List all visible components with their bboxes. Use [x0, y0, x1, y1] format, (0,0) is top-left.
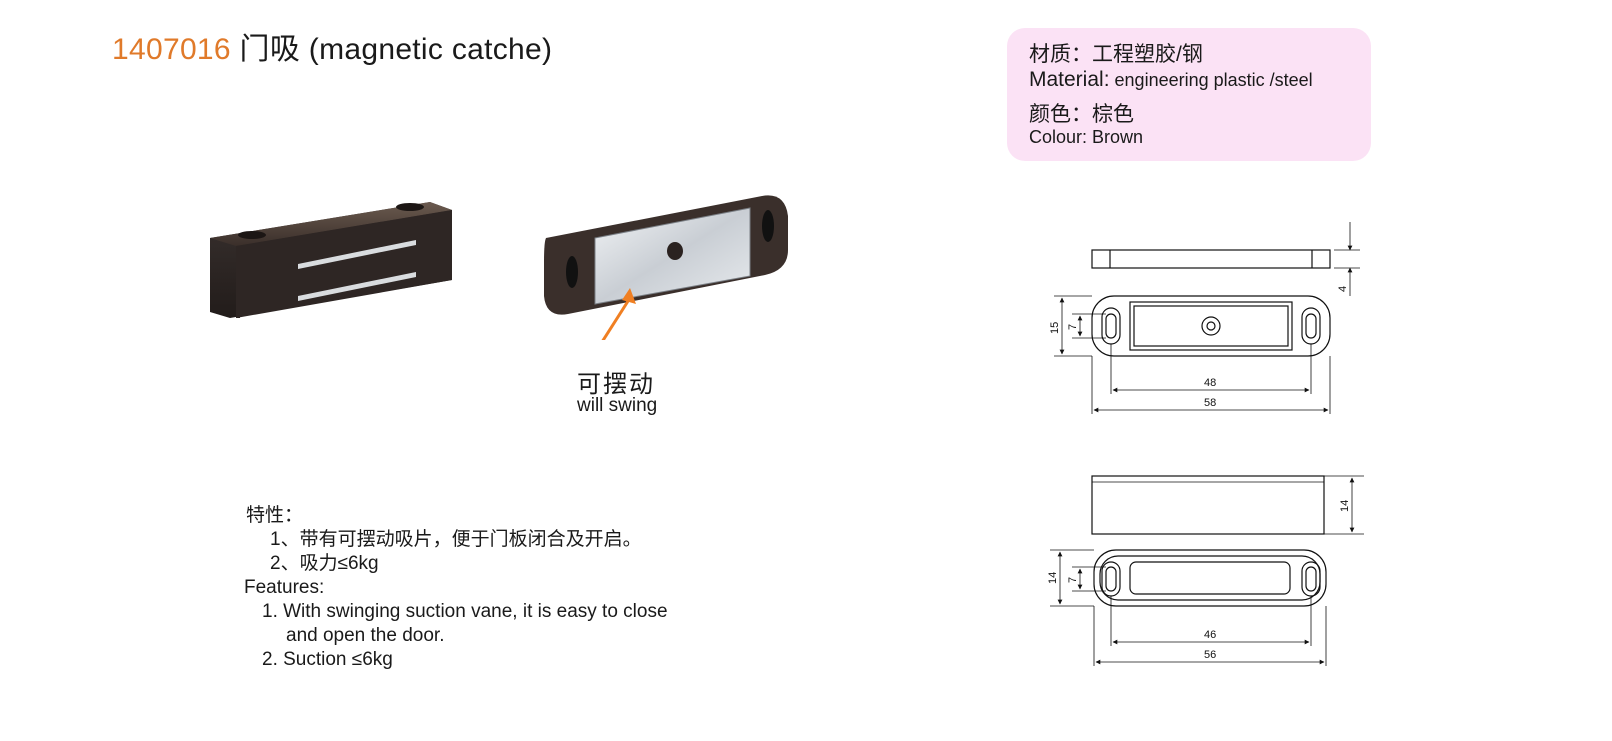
swing-label-en: will swing [577, 395, 658, 416]
material-en-value: engineering plastic /steel [1109, 70, 1313, 90]
magnet-length-label: 56 [1204, 649, 1216, 661]
features-title-en: Features: [244, 577, 325, 598]
magnet-inner-length-label: 46 [1204, 629, 1216, 641]
magnet-height-label: 14 [1047, 572, 1059, 584]
plate-hole-label: 7 [1067, 324, 1079, 330]
material-en: Material: engineering plastic /steel [1029, 68, 1313, 92]
swing-arrow [601, 288, 636, 340]
magnet-top-view [1050, 549, 1327, 666]
magnet-body-image [210, 202, 452, 318]
feature-zh-2: 2、吸力≤6kg [270, 553, 379, 574]
plate-inner-length-label: 48 [1204, 377, 1216, 389]
magnet-side-view [1091, 475, 1364, 535]
plate-height-label: 15 [1049, 322, 1061, 334]
magnet-thickness-label: 14 [1339, 500, 1351, 512]
feature-en-2: 2. Suction ≤6kg [262, 649, 393, 670]
feature-en-1-line2: and open the door. [286, 625, 445, 646]
material-zh: 材质：工程塑胶/钢 [1029, 43, 1203, 66]
product-title: 1407016 门吸 (magnetic catche) [112, 24, 552, 68]
plate-side-view [1091, 222, 1360, 296]
plate-length-label: 58 [1204, 397, 1216, 409]
product-code: 1407016 [112, 33, 231, 66]
material-en-label: Material: [1029, 68, 1110, 91]
technical-drawings: 4 15 7 48 58 14 [1047, 222, 1364, 666]
swing-label-zh: 可摆动 [577, 371, 655, 398]
features-title-zh: 特性： [246, 505, 304, 526]
feature-en-1-line1: 1. With swinging suction vane, it is eas… [262, 601, 668, 622]
color-zh: 颜色：棕色 [1029, 103, 1134, 126]
color-en: Colour: Brown [1029, 127, 1144, 147]
strike-plate-image [544, 195, 788, 315]
plate-thickness-label: 4 [1337, 286, 1349, 292]
feature-zh-1: 1、带有可摆动吸片，便于门板闭合及开启。 [270, 529, 642, 550]
spec-box: 材质：工程塑胶/钢 Material: engineering plastic … [1007, 28, 1371, 161]
product-name: 门吸 (magnetic catche) [239, 33, 553, 66]
magnet-hole-label: 7 [1067, 577, 1079, 583]
plate-top-view [1054, 295, 1331, 414]
product-photo [210, 195, 788, 340]
